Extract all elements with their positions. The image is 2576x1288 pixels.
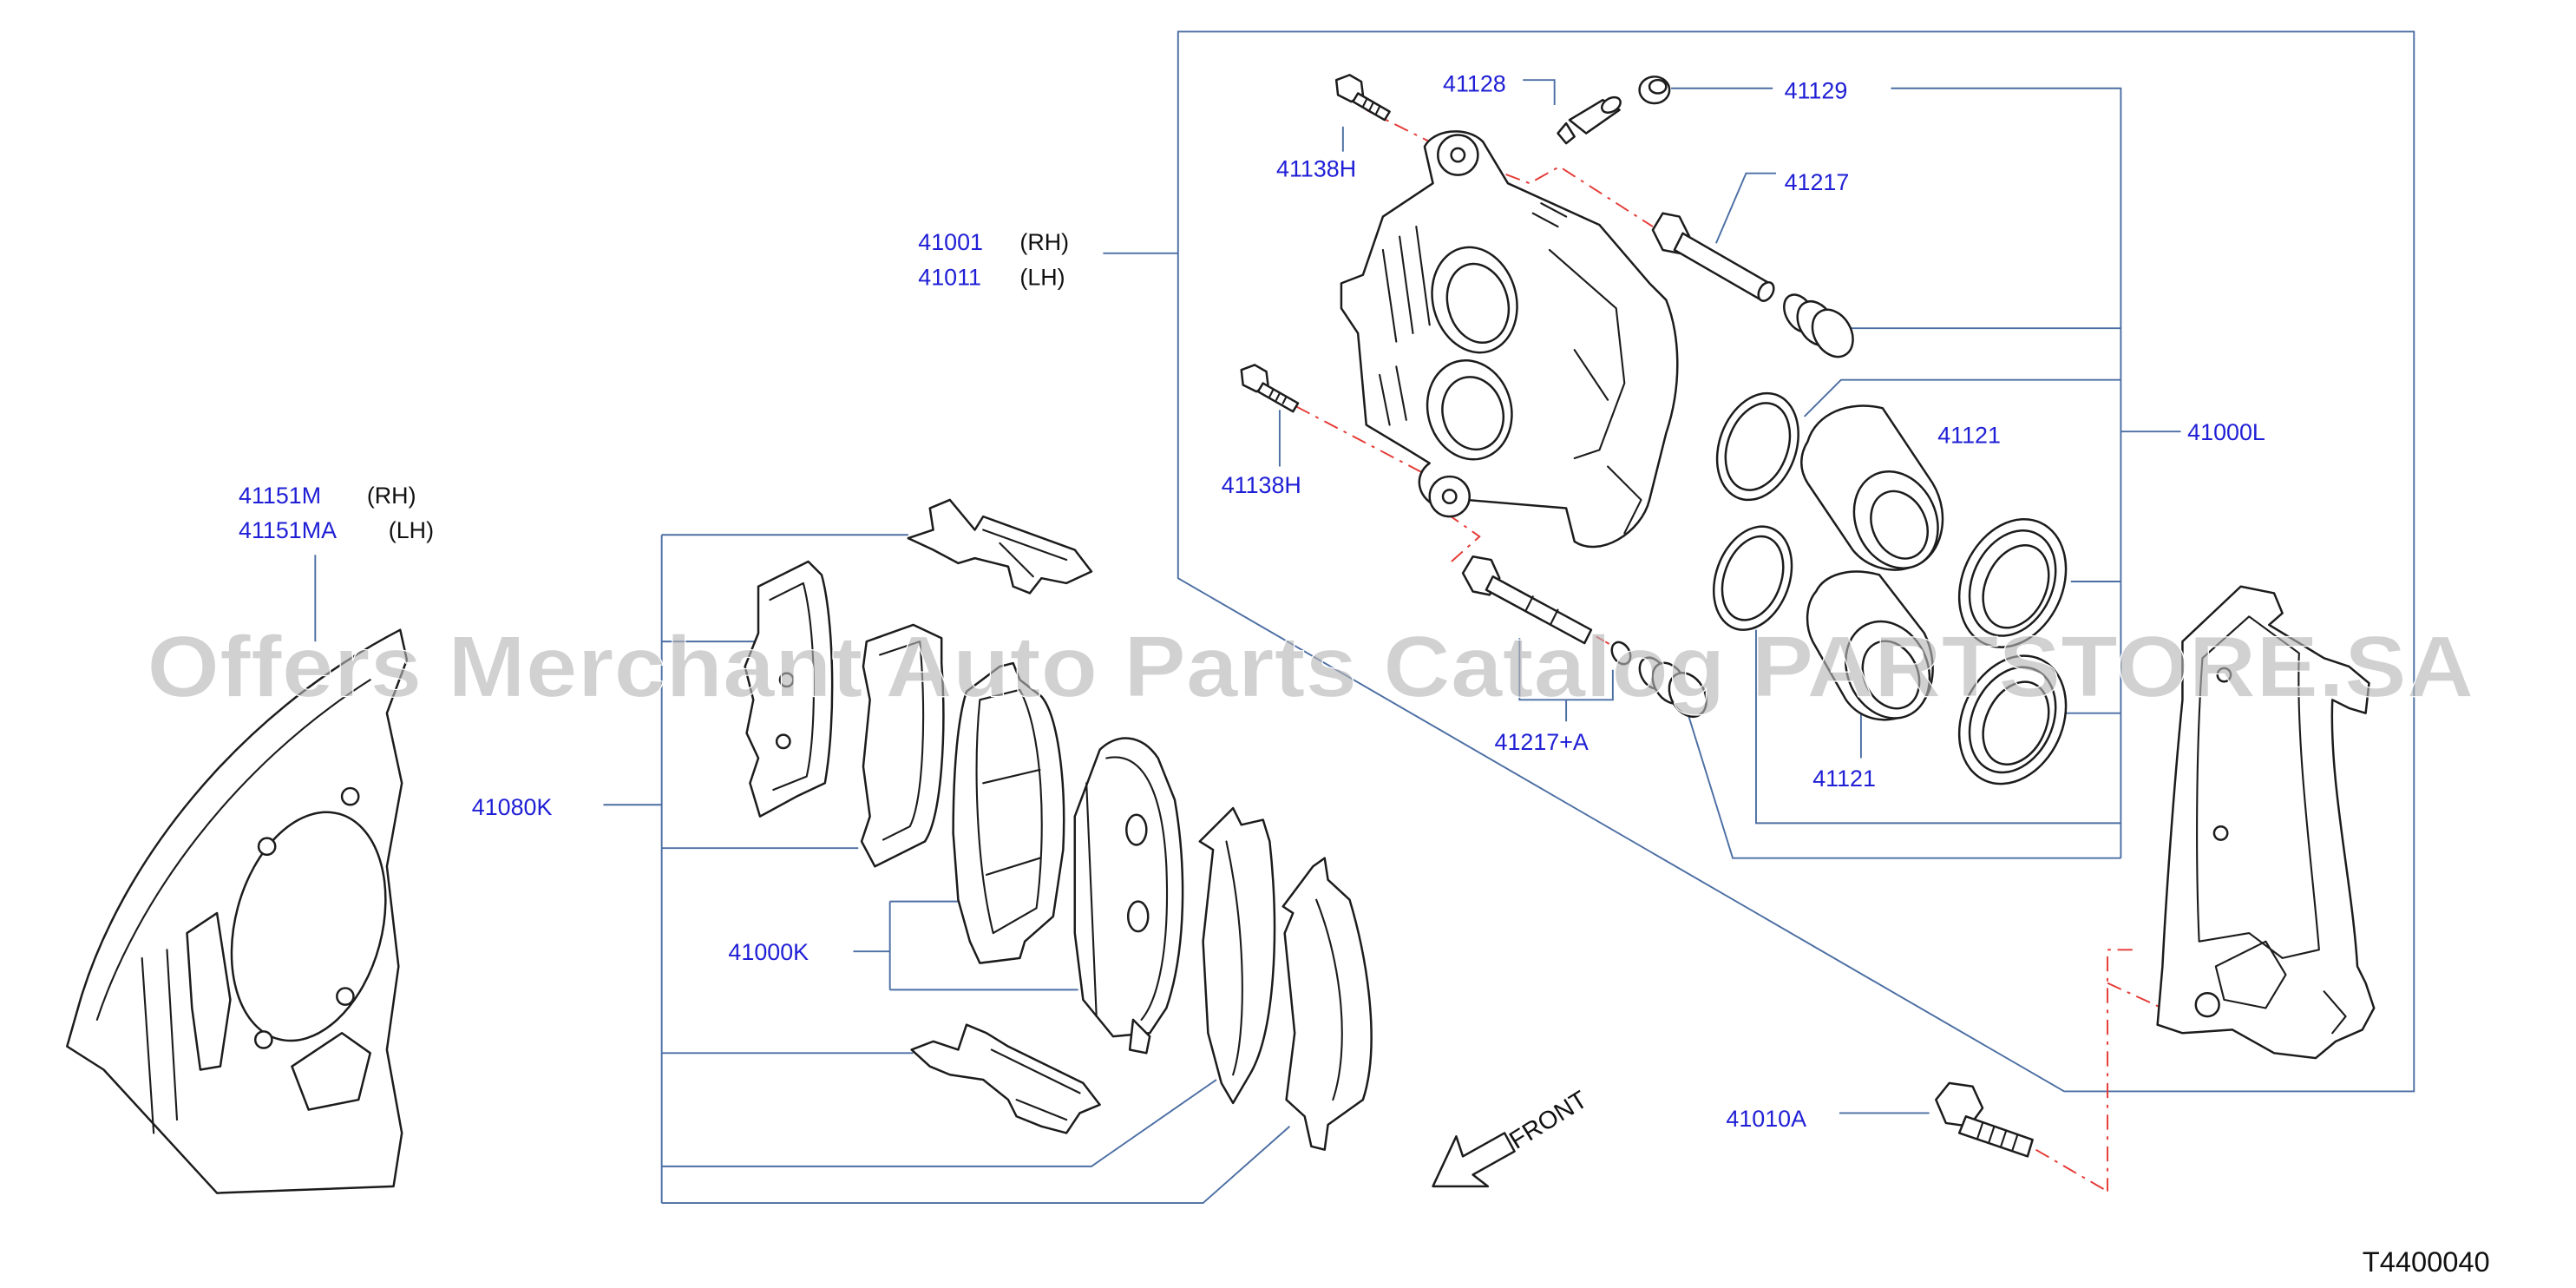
- callout-bolt-upper: 41138H: [1276, 155, 1356, 181]
- callout-dust-shield-lh-side: (LH): [389, 517, 434, 543]
- bleeder-screw: [1557, 95, 1622, 145]
- guide-pin-boot-lower: [1638, 656, 1708, 718]
- callout-caliper-rh-side: (RH): [1019, 229, 1069, 255]
- callout-bolt-lower: 41138H: [1222, 472, 1301, 498]
- center-lines: [1295, 108, 2166, 1193]
- callout-caliper-rh: 41001: [918, 229, 983, 255]
- caliper-bolt-upper: [1334, 74, 1391, 122]
- center-line-lower-bolt: [1295, 405, 1437, 481]
- guide-pin-upper: [1651, 212, 1775, 302]
- leader-guide-pin-lower: [1518, 638, 1614, 722]
- piston-seal-upper: [1715, 391, 1799, 502]
- callout-bleeder-cap: 41129: [1785, 77, 1848, 103]
- center-line-lower-pin: [1445, 512, 1481, 564]
- callout-pad-kit: 41000K: [728, 939, 809, 965]
- bracket-bolt: [1935, 1081, 2034, 1158]
- piston-boot-upper: [1957, 517, 2068, 648]
- bleeder-cap: [1638, 76, 1671, 105]
- caliper-body: [1340, 130, 1679, 549]
- guide-pin-boot-upper: [1783, 293, 1854, 358]
- callout-dust-shield-lh: 41151MA: [239, 517, 337, 543]
- callout-caliper-lh-side: (LH): [1019, 264, 1065, 290]
- leader-pad-kit: [853, 900, 1078, 991]
- callout-dust-shield-rh: 41151M: [239, 483, 321, 509]
- piston-lower: [1806, 570, 1934, 721]
- front-direction-arrow: FRONT: [1432, 1086, 1592, 1188]
- brake-pad-inner: [952, 661, 1065, 964]
- center-line-bracket: [2035, 949, 2166, 1193]
- leader-guide-pin-upper: [1715, 172, 1776, 244]
- piston-upper: [1800, 404, 1944, 571]
- brake-pad-outer: [1073, 737, 1184, 1055]
- leader-bleeder-screw: [1523, 79, 1556, 105]
- leader-caliper-assembly-box: [1177, 30, 2415, 1093]
- callout-pad-hardware-kit: 41080K: [472, 794, 553, 820]
- caliper-bracket: [2156, 585, 2376, 1060]
- guide-pin-lower: [1461, 555, 1593, 645]
- callout-seal-kit: 41000L: [2187, 419, 2265, 445]
- leader-lines: [314, 30, 2415, 1205]
- callout-dust-shield-rh-side: (RH): [367, 483, 416, 509]
- guide-pin-ring: [1610, 641, 1632, 666]
- pad-clip-lower: [910, 1023, 1101, 1134]
- piston-seal-lower: [1712, 525, 1793, 631]
- leader-pad-hardware-kit: [603, 534, 1291, 1205]
- piston-boot-lower: [1957, 654, 2068, 785]
- leader-seal-kit: [1687, 87, 2181, 859]
- pad-shim-inner-2: [860, 623, 945, 868]
- pad-shim-outer-1: [1198, 806, 1276, 1105]
- drawing-number: T4400040: [2363, 1245, 2490, 1278]
- callout-bracket-bolt: 41010A: [1726, 1106, 1806, 1132]
- callout-guide-pin-lower: 41217+A: [1495, 729, 1589, 755]
- dust-shield: [66, 628, 409, 1194]
- caliper-bolt-lower: [1240, 364, 1300, 413]
- pad-clip-upper: [907, 498, 1093, 595]
- callout-labels: 41151M (RH) 41151MA (LH) 41080K 41000K 4…: [239, 71, 2265, 1132]
- front-label: FRONT: [1504, 1086, 1592, 1155]
- center-line-upper-pin: [1476, 162, 1654, 227]
- pad-shim-outer-2: [1281, 857, 1373, 1151]
- callout-piston-upper: 41121: [1937, 423, 2001, 449]
- watermark: Offers Merchant Auto Parts Catalog PARTS…: [147, 619, 2474, 715]
- callout-bleeder-screw: 41128: [1443, 71, 1506, 97]
- callout-caliper-lh: 41011: [918, 264, 981, 290]
- pad-shim-inner-1: [744, 560, 834, 818]
- callout-guide-pin-upper: 41217: [1785, 169, 1850, 195]
- callout-piston-lower: 41121: [1812, 766, 1876, 792]
